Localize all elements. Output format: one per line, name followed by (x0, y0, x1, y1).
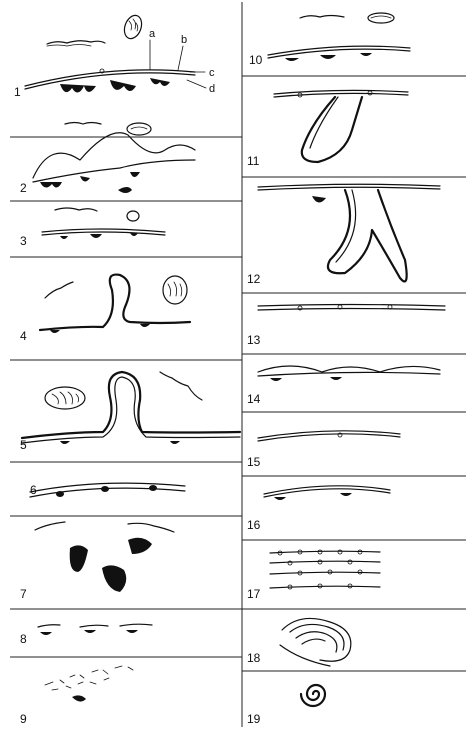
panel-12: 12 (247, 184, 440, 286)
panel-label-14: 14 (247, 392, 261, 406)
panel-label-12: 12 (247, 272, 261, 286)
panel-grid (10, 2, 466, 727)
panel-4: 4 (20, 275, 190, 343)
panel-17: 17 (247, 550, 380, 601)
panel-label-7: 7 (20, 587, 27, 601)
panel-label-15: 15 (247, 455, 261, 469)
callout-a: a (149, 28, 156, 40)
callout-b: b (181, 34, 187, 46)
panel-label-10: 10 (249, 53, 263, 67)
panel-label-2: 2 (20, 181, 27, 195)
panel-label-5: 5 (20, 438, 27, 452)
panel-16: 16 (247, 486, 390, 532)
panel-label-19: 19 (247, 712, 261, 726)
panel-label-4: 4 (20, 329, 27, 343)
panel-2: 2 (20, 123, 195, 196)
panel-13: 13 (247, 305, 445, 348)
callout-d: d (209, 83, 215, 95)
panel-label-16: 16 (247, 518, 261, 532)
panel-label-17: 17 (247, 587, 261, 601)
panel-label-11: 11 (247, 154, 260, 168)
panel-10: 10 (249, 13, 410, 67)
panel-6: 6 (30, 483, 185, 497)
panel-7: 7 (20, 522, 174, 601)
panel-19: 19 (247, 685, 325, 726)
panel-14: 14 (247, 366, 440, 406)
panel-15: 15 (247, 431, 400, 469)
panel-3: 3 (20, 208, 165, 248)
panel-1: 1 a b c d (14, 13, 215, 99)
panel-label-18: 18 (247, 651, 261, 665)
panel-label-6: 6 (30, 483, 37, 497)
panel-9: 9 (20, 666, 133, 726)
panel-label-3: 3 (20, 234, 27, 248)
panel-label-1: 1 (14, 85, 21, 99)
panel-8: 8 (20, 624, 152, 646)
panel-label-13: 13 (247, 333, 261, 347)
panel-11: 11 (247, 90, 408, 168)
panel-5: 5 (20, 372, 240, 452)
panel-label-8: 8 (20, 632, 27, 646)
panel-label-9: 9 (20, 712, 27, 726)
panel-18: 18 (247, 618, 351, 666)
callout-c: c (209, 67, 215, 79)
